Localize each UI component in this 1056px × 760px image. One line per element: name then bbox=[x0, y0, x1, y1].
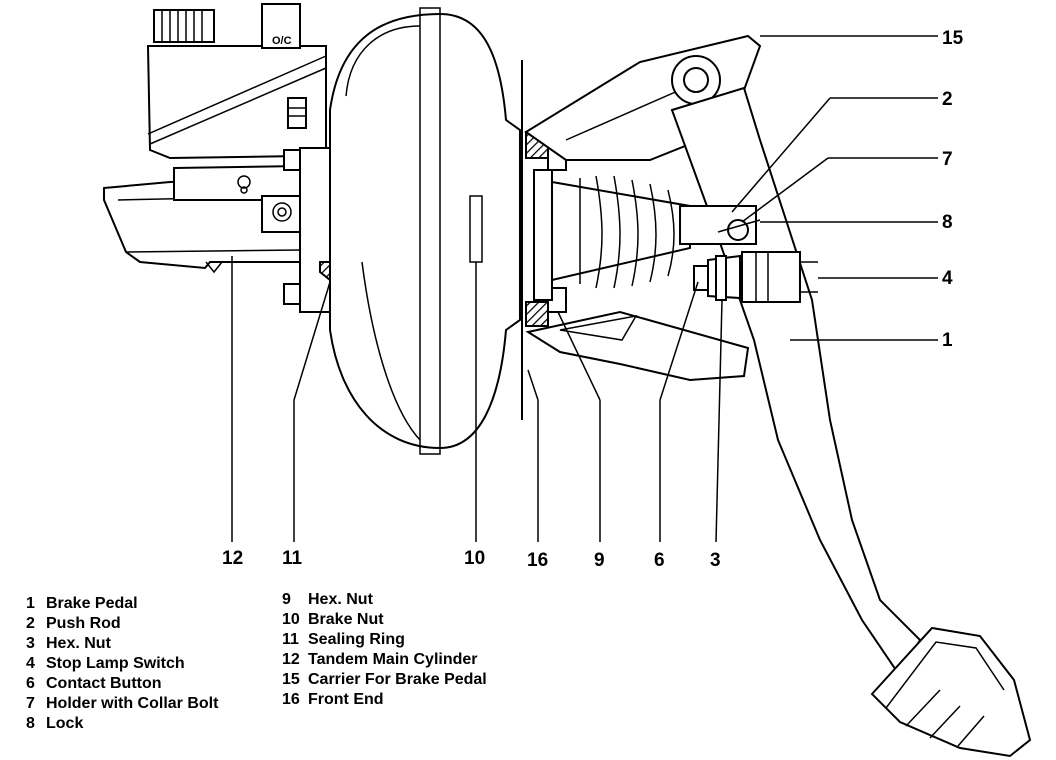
callout-12: 12 bbox=[222, 548, 243, 569]
callout-6: 6 bbox=[654, 550, 665, 571]
brake-booster bbox=[329, 7, 521, 455]
push-rod-holder bbox=[679, 205, 761, 245]
svg-text:O/C: O/C bbox=[272, 35, 292, 47]
tandem-main-cylinder bbox=[103, 164, 301, 274]
callout-15: 15 bbox=[942, 28, 964, 49]
callout-11: 11 bbox=[282, 548, 303, 569]
leader-lines bbox=[231, 35, 938, 543]
callout-1: 1 bbox=[942, 330, 953, 351]
callout-numbers: 15 2 7 8 4 1 12 11 10 16 9 6 3 bbox=[222, 28, 964, 571]
callout-9: 9 bbox=[594, 550, 605, 571]
push-rod-bellows bbox=[551, 175, 691, 289]
callout-2: 2 bbox=[942, 89, 953, 110]
fluid-reservoir: O/C bbox=[146, 3, 327, 160]
brake-pedal bbox=[670, 86, 1032, 758]
callout-3: 3 bbox=[710, 550, 721, 571]
callout-8: 8 bbox=[942, 212, 953, 233]
callout-10: 10 bbox=[464, 548, 485, 569]
callout-16: 16 bbox=[527, 550, 548, 571]
stop-lamp-switch bbox=[693, 251, 818, 303]
callout-7: 7 bbox=[942, 149, 953, 170]
callout-4: 4 bbox=[942, 268, 953, 289]
